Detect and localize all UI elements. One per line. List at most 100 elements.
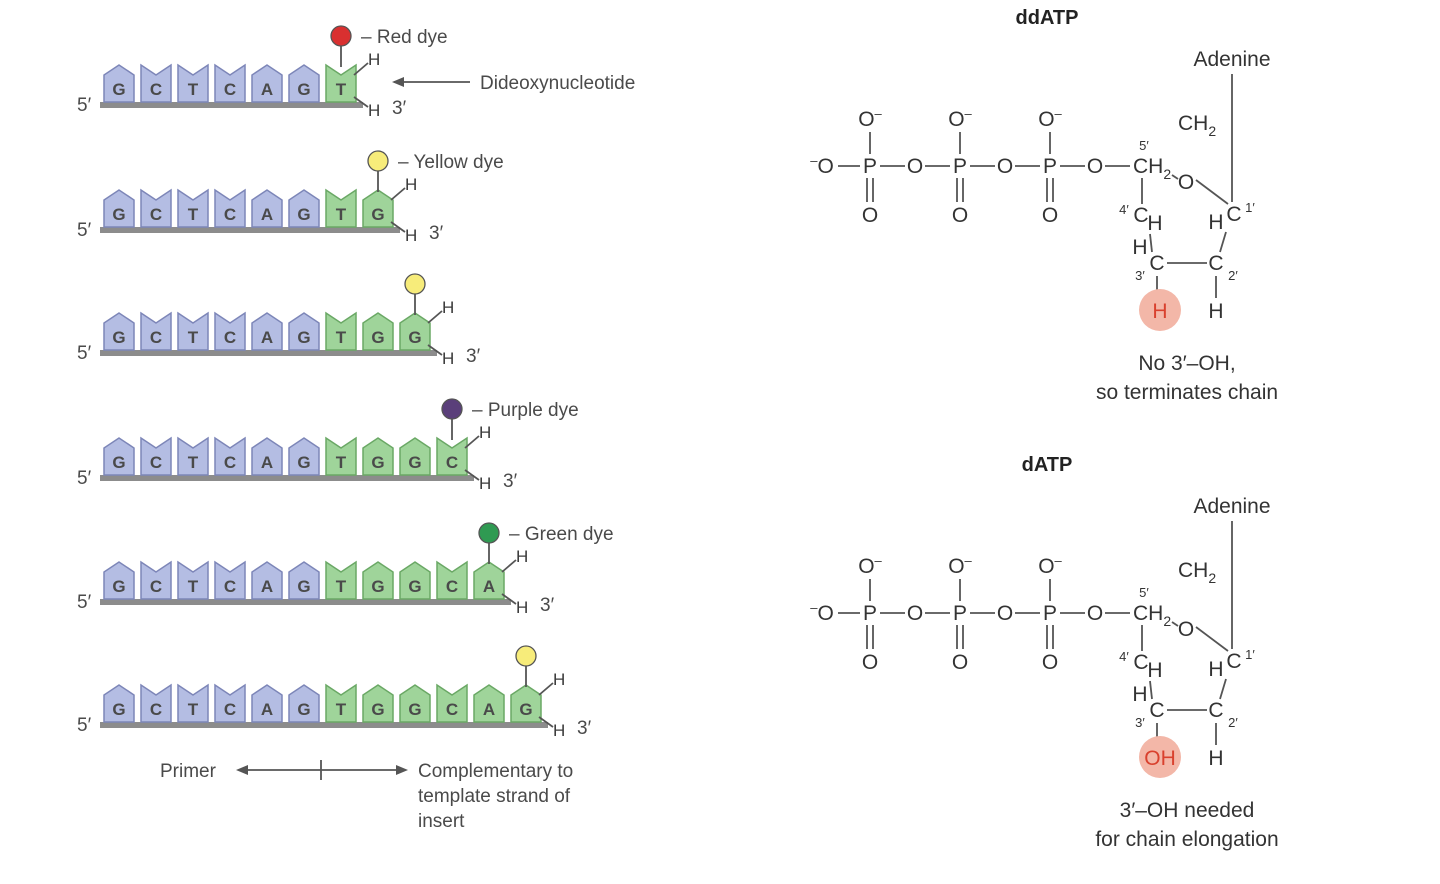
nucleotide-letter: C xyxy=(224,80,236,99)
bridging-oxygen: O xyxy=(907,155,923,178)
nucleotide-block xyxy=(325,63,357,103)
h-top-label: H xyxy=(553,670,565,689)
h-bond xyxy=(390,221,406,233)
nucleotide-block xyxy=(214,560,246,600)
c2-carbon: C xyxy=(1208,252,1223,275)
bond xyxy=(1195,179,1229,205)
c1-carbon: C xyxy=(1226,650,1241,673)
nucleotide-letter: C xyxy=(150,577,162,596)
complementary-label-line: insert xyxy=(418,811,465,832)
five-prime-label: 5′ xyxy=(77,220,92,241)
oxygen-minus: O– xyxy=(858,553,882,578)
nucleotide-block xyxy=(288,684,320,723)
nucleotide-block xyxy=(325,436,357,476)
nucleotide-letter: T xyxy=(336,205,347,224)
nucleotide-letter: C xyxy=(224,577,236,596)
nucleotide-letter: G xyxy=(112,700,125,719)
nucleotide-letter: C xyxy=(446,453,458,472)
nucleotide-block xyxy=(103,437,135,476)
h-bottom-label: H xyxy=(368,101,380,120)
h-bond xyxy=(538,716,554,728)
bridging-oxygen: O xyxy=(997,602,1013,625)
nucleotide-block xyxy=(436,436,468,476)
nucleotide-letter: G xyxy=(112,205,125,224)
nucleotide-letter: G xyxy=(297,700,310,719)
primer-label: Primer xyxy=(160,761,217,782)
nucleotide-block xyxy=(177,436,209,476)
bridging-oxygen: O xyxy=(1087,155,1103,178)
three-prime-label: 3′ xyxy=(392,98,407,119)
nucleotide-letter: T xyxy=(188,80,199,99)
nucleotide-letter: C xyxy=(224,328,236,347)
nucleotide-letter: C xyxy=(150,328,162,347)
structure-caption-line: for chain elongation xyxy=(1095,828,1278,851)
nucleotide-block xyxy=(473,684,505,723)
h-top-label: H xyxy=(442,298,454,317)
c1-hydrogen: H xyxy=(1208,658,1223,681)
c1-hydrogen: H xyxy=(1208,211,1223,234)
backbone xyxy=(100,475,474,481)
label-4prime: 4′ xyxy=(1119,202,1129,217)
structure-caption-line: so terminates chain xyxy=(1096,381,1278,404)
h-bottom-label: H xyxy=(442,349,454,368)
c3-carbon: C xyxy=(1149,699,1164,722)
nucleotide-block xyxy=(140,436,172,476)
c4-hydrogen: H xyxy=(1147,659,1162,682)
nucleotide-letter: G xyxy=(112,577,125,596)
nucleotide-letter: A xyxy=(261,328,273,347)
nucleotide-letter: G xyxy=(371,577,384,596)
phosphorus: P xyxy=(1043,155,1057,178)
nucleotide-letter: C xyxy=(150,80,162,99)
three-prime-label: 3′ xyxy=(429,223,444,244)
h-top-label: H xyxy=(479,423,491,442)
phosphorus: P xyxy=(953,155,967,178)
nucleotide-letter: A xyxy=(261,80,273,99)
nucleotide-letter: G xyxy=(408,700,421,719)
nucleotide-block xyxy=(399,561,431,600)
bond xyxy=(1195,626,1229,652)
nucleotide-letter: T xyxy=(336,453,347,472)
oxygen-minus: O– xyxy=(948,106,972,131)
nucleotide-letter: G xyxy=(112,80,125,99)
dye-label: – Yellow dye xyxy=(398,152,504,173)
five-prime-label: 5′ xyxy=(77,592,92,613)
dye-label: – Green dye xyxy=(509,524,614,545)
three-prime-highlight xyxy=(1139,289,1181,331)
adenine-label: Adenine xyxy=(1193,495,1270,518)
nucleotide-letter: G xyxy=(371,205,384,224)
nucleotide-block xyxy=(214,436,246,476)
nucleotide-letter: T xyxy=(336,577,347,596)
c1-carbon: C xyxy=(1226,203,1241,226)
nucleotide-block xyxy=(436,560,468,600)
backbone xyxy=(100,350,437,356)
c4-carbon: C xyxy=(1133,204,1148,227)
oxygen-minus: O– xyxy=(948,553,972,578)
nucleotide-block xyxy=(251,312,283,351)
nucleotide-letter: C xyxy=(224,205,236,224)
nucleotide-block xyxy=(251,437,283,476)
nucleotide-block xyxy=(103,561,135,600)
nucleotide-block xyxy=(325,560,357,600)
dye-label: – Red dye xyxy=(361,27,448,48)
ch2-5prime: CH2 xyxy=(1133,602,1171,629)
bridging-oxygen: O xyxy=(1087,602,1103,625)
nucleotide-block xyxy=(399,312,431,351)
c3-hydrogen: H xyxy=(1132,236,1147,259)
c4-carbon: C xyxy=(1133,651,1148,674)
nucleotide-block xyxy=(251,64,283,103)
nucleotide-letter: C xyxy=(150,453,162,472)
h-bottom-label: H xyxy=(479,474,491,493)
nucleotide-block xyxy=(362,561,394,600)
nucleotide-block xyxy=(214,188,246,228)
label-3prime: 3′ xyxy=(1135,715,1145,730)
structure-caption-line: No 3′–OH, xyxy=(1138,352,1235,375)
h-top-label: H xyxy=(368,50,380,69)
label-2prime: 2′ xyxy=(1228,715,1238,730)
oxygen: O xyxy=(952,204,968,227)
structure-caption-line: 3′–OH needed xyxy=(1120,799,1255,822)
